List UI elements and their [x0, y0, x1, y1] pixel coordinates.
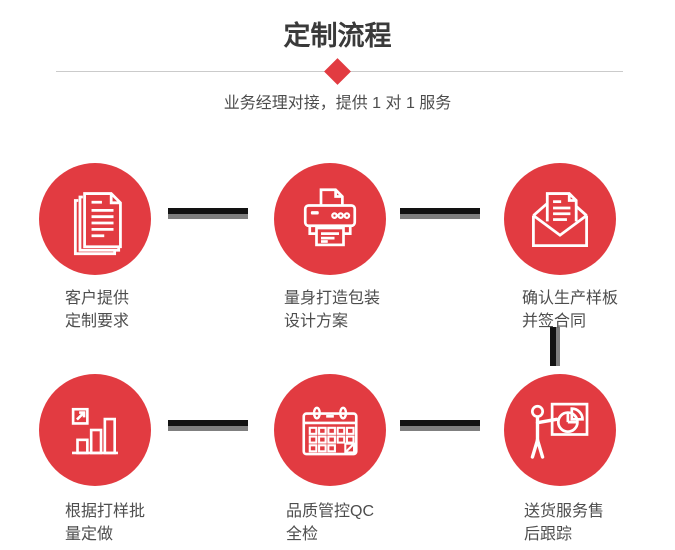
step-circle-delivery-aftersales: [504, 374, 616, 486]
step-label: 根据打样批 量定做: [65, 500, 145, 546]
documents-icon: [73, 192, 122, 256]
page-title: 定制流程: [283, 21, 392, 51]
connector-step5-step6: [400, 420, 480, 431]
step-label: 确认生产样板 并签合同: [522, 287, 618, 333]
connector-step1-step2: [168, 208, 248, 219]
step-label: 品质管控QC 全检: [286, 500, 374, 546]
connector-step2-step3: [400, 208, 480, 219]
step-label-line2: 设计方案: [284, 313, 349, 330]
step-label-line1: 确认生产样板: [522, 290, 619, 307]
step-label: 送货服务售 后跟踪: [524, 500, 604, 546]
step-label-line1: 客户提供: [65, 290, 130, 307]
step-circle-batch-production: [39, 374, 151, 486]
step-label-line1: 根据打样批: [65, 503, 146, 520]
calendar-icon: [302, 406, 358, 456]
envelope-icon: [532, 192, 588, 247]
printer-icon: [303, 188, 357, 247]
step-label: 客户提供 定制要求: [65, 287, 129, 333]
step-label-line2: 并签合同: [522, 313, 587, 330]
step-label-line1: 品质管控QC: [286, 503, 375, 520]
step-label-line1: 量身打造包装: [284, 290, 381, 307]
step-circle-customer-requirements: [39, 163, 151, 275]
step-circle-packaging-design: [274, 163, 386, 275]
step-label-line2: 全检: [286, 526, 319, 543]
connector-step3-step6: [550, 327, 560, 366]
step-circle-quality-control: [274, 374, 386, 486]
diamond-marker: [324, 58, 351, 85]
presentation-icon: [530, 402, 589, 459]
step-label: 量身打造包装 设计方案: [284, 287, 380, 333]
step-circle-confirm-sample-contract: [504, 163, 616, 275]
step-label-line2: 定制要求: [65, 313, 130, 330]
page-subtitle: 业务经理对接，提供 1 对 1 服务: [223, 95, 452, 112]
step-label-line2: 量定做: [65, 526, 114, 543]
bar-chart-icon: [71, 407, 118, 455]
connector-step4-step5: [168, 420, 248, 431]
step-label-line2: 后跟踪: [524, 526, 573, 543]
step-label-line1: 送货服务售: [524, 503, 605, 520]
